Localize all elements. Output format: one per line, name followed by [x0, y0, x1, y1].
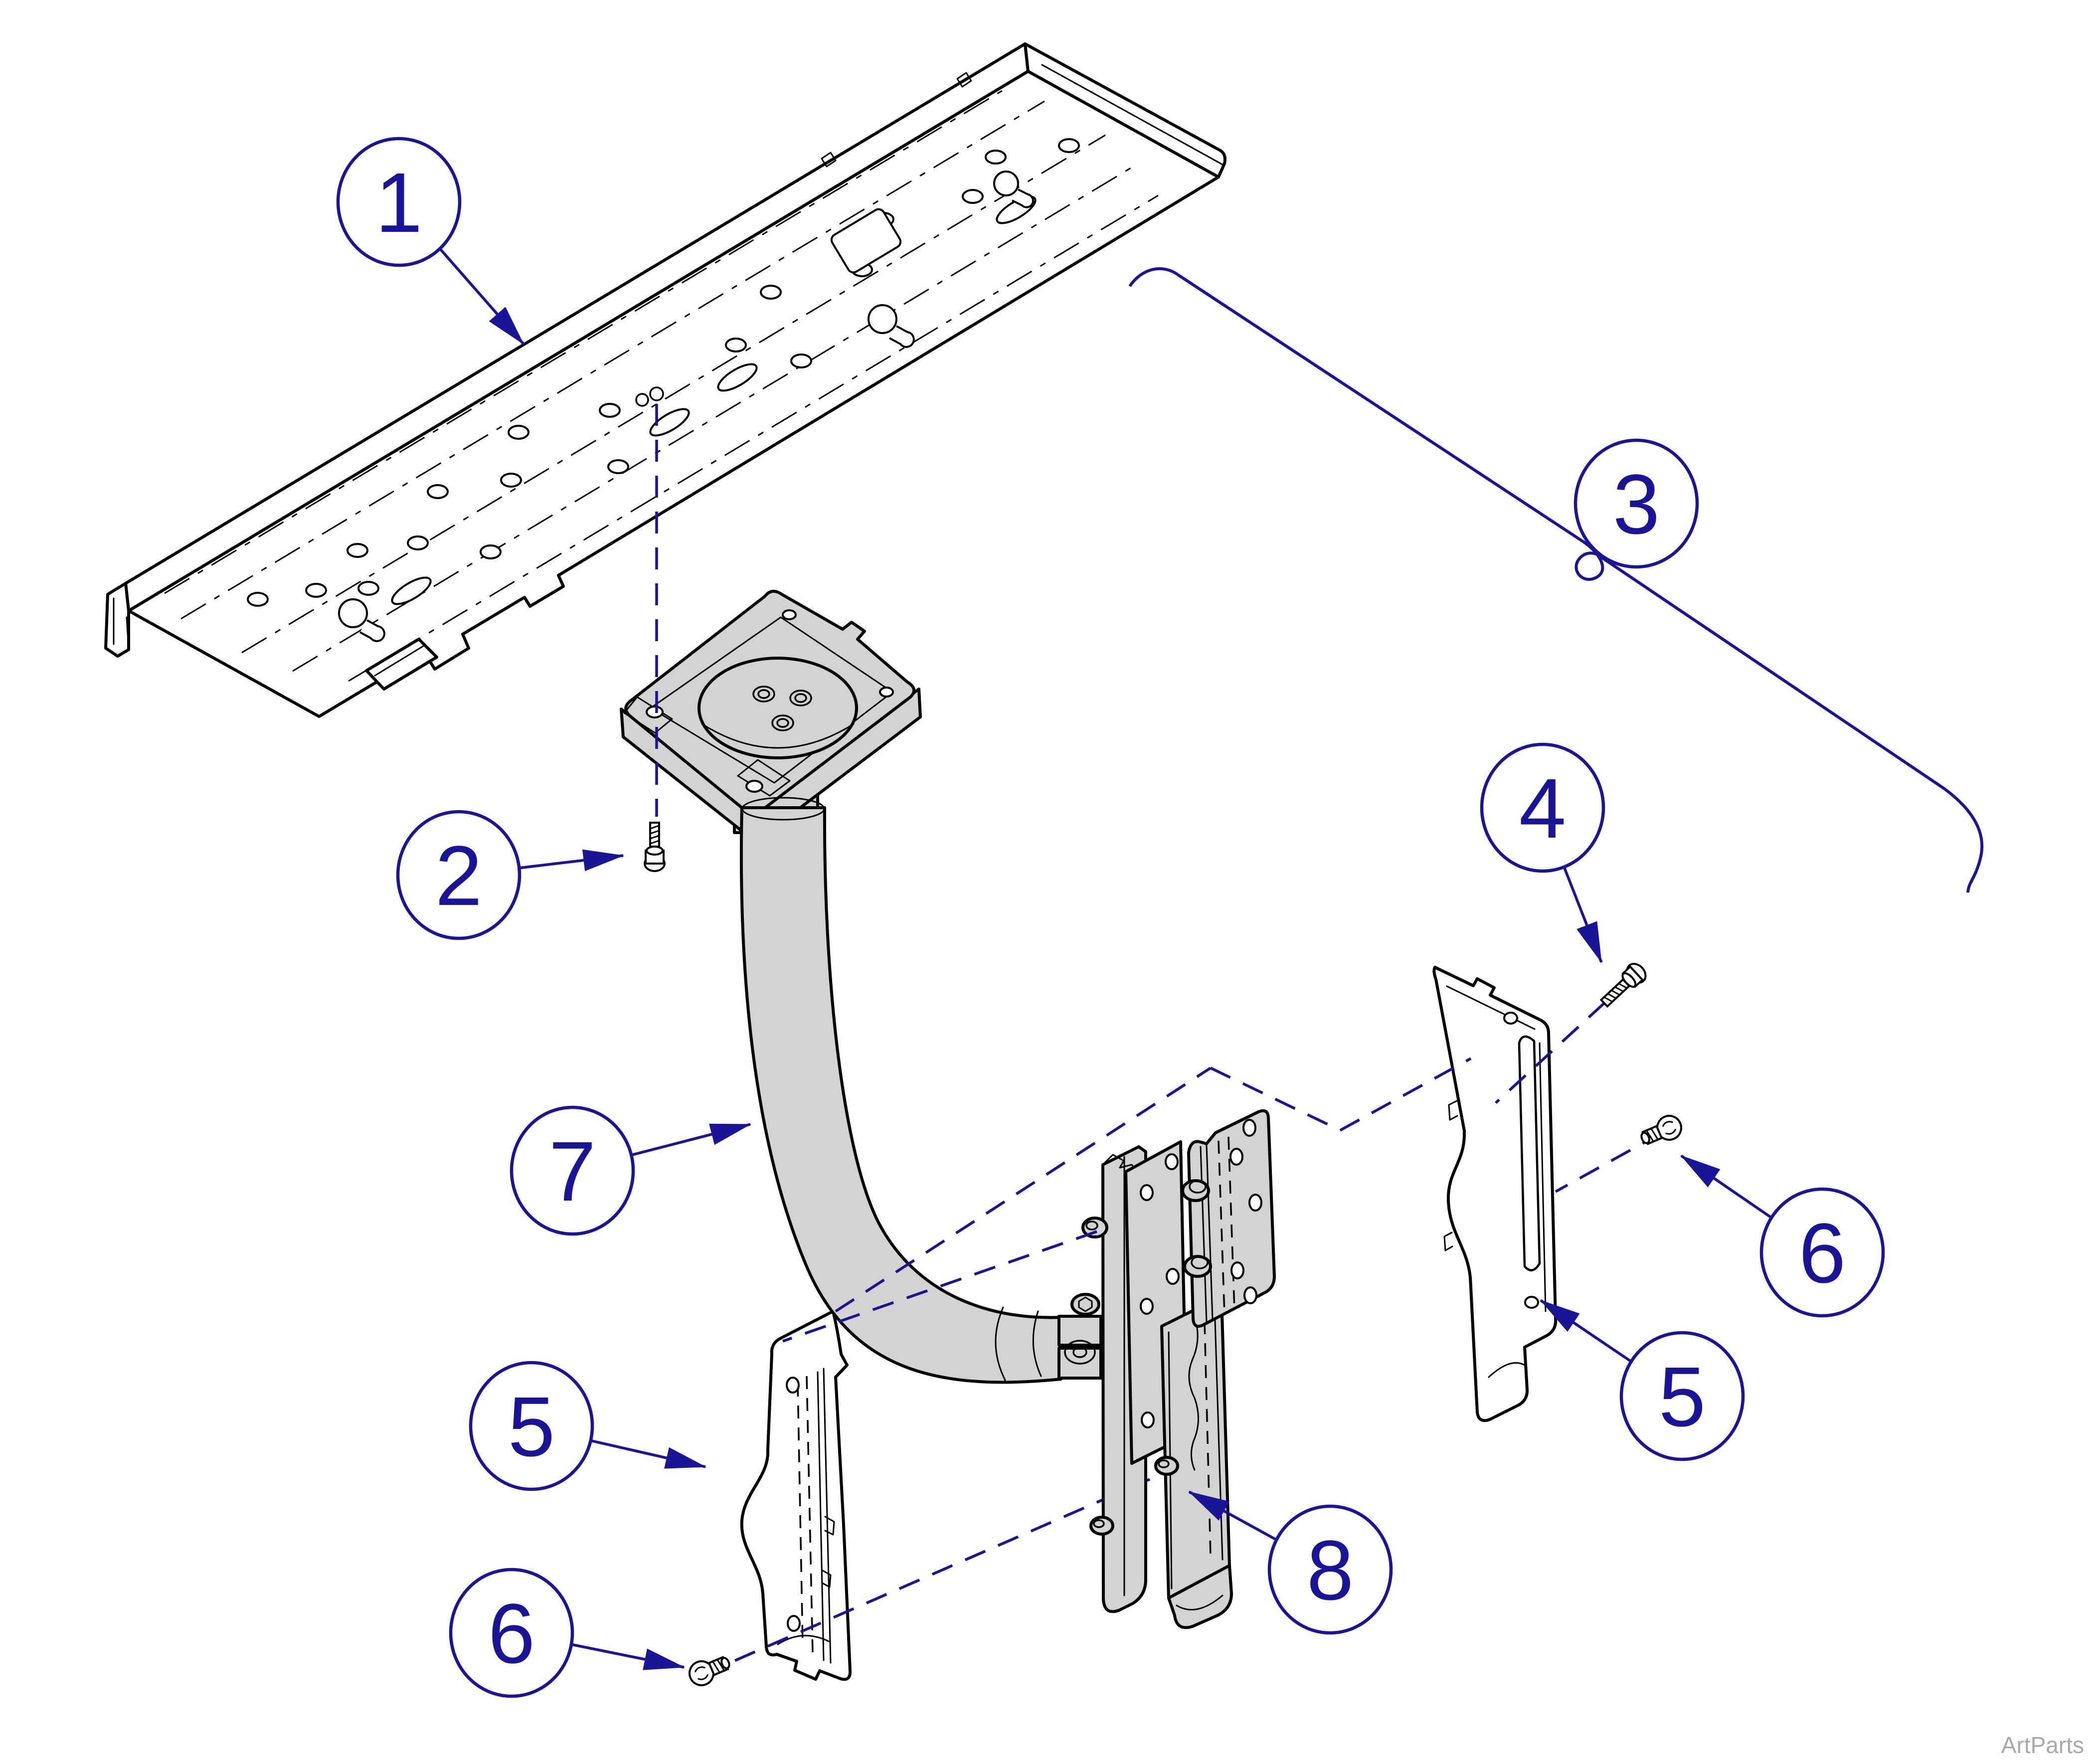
- rail-holes: [247, 138, 1080, 642]
- callout-7-circle: [510, 1105, 635, 1236]
- callout-5-left-circle: [469, 1361, 594, 1491]
- callout-8-number: 8: [1307, 1523, 1354, 1618]
- callout-6-left: 6: [449, 1568, 685, 1698]
- callout-3-number: 3: [1613, 457, 1660, 552]
- callout-4-circle: [1480, 742, 1605, 873]
- callout-5-right: 5: [1540, 1299, 1745, 1461]
- callout-5-left-number: 5: [508, 1380, 555, 1474]
- curved-support-arm: [739, 797, 1102, 1384]
- callout-2-circle: [396, 810, 522, 940]
- ceiling-swivel-mount: [620, 590, 922, 843]
- screw-6-right: [1640, 1115, 1682, 1145]
- callout-1: 1: [336, 137, 525, 345]
- cover-left-body: [740, 1310, 852, 1681]
- callout-7-number: 7: [549, 1124, 596, 1219]
- rail-left-end-cap: [104, 582, 130, 658]
- callout-5-right-leader: [1540, 1299, 1634, 1364]
- callout-8: 8: [1188, 1490, 1393, 1635]
- callout-5-left: 5: [469, 1361, 706, 1491]
- callout-6-right: 6: [1680, 1154, 1885, 1318]
- screw-6-left: [689, 1656, 730, 1686]
- callout-7-leader: [630, 1123, 751, 1157]
- callout-2: 2: [396, 810, 624, 940]
- callout-6-left-circle: [449, 1568, 574, 1698]
- callout-2-number: 2: [435, 829, 483, 923]
- watermark-text: ArtParts: [2001, 1732, 2084, 1758]
- callout-1-circle: [336, 137, 462, 267]
- arm-tube: [739, 806, 1063, 1384]
- callout-6-right-leader: [1680, 1154, 1774, 1221]
- callout-6-left-leader: [570, 1643, 685, 1670]
- callout-4: 4: [1480, 742, 1605, 963]
- screw-2: [644, 822, 666, 872]
- bracket-vesa-plate: [1187, 1109, 1276, 1328]
- callout-5-right-circle: [1619, 1331, 1745, 1461]
- arm-elbow-clamp: [1057, 1293, 1102, 1380]
- mount-swivel-disc: [698, 657, 858, 759]
- bracket-foot: [1167, 1564, 1233, 1629]
- callout-3: 3: [1573, 438, 1699, 569]
- callout-5-right-number: 5: [1659, 1350, 1706, 1444]
- callout-5-left-leader: [589, 1439, 706, 1469]
- callout-6-right-number: 6: [1799, 1206, 1846, 1301]
- cover-shell-left: [740, 1310, 852, 1681]
- vesa-standoffs: [1181, 1179, 1212, 1278]
- callout-4-leader: [1562, 865, 1603, 963]
- callout-8-leader: [1188, 1490, 1280, 1543]
- callout-1-leader: [437, 246, 525, 345]
- cover-right-body: [1432, 966, 1558, 1422]
- cover-shell-right: [1432, 966, 1558, 1422]
- mounting-rail-plate: [104, 42, 1226, 718]
- callout-8-circle: [1267, 1504, 1393, 1635]
- callouts: 1 2 3 4 5 6 7: [336, 137, 1885, 1698]
- callout-3-circle: [1573, 438, 1699, 569]
- bracket-bumpers: [1081, 1217, 1179, 1536]
- callout-6-right-circle: [1759, 1187, 1885, 1318]
- callout-3-sweep-line: [1128, 267, 1984, 893]
- callout-1-number: 1: [375, 156, 423, 250]
- callout-2-leader: [518, 849, 624, 872]
- alignment-dashed-lines-upper: [655, 404, 1472, 1343]
- callout-4-number: 4: [1519, 761, 1567, 856]
- callout-7: 7: [510, 1105, 751, 1236]
- callout-6-left-number: 6: [488, 1587, 535, 1681]
- monitor-bracket-assembly: [1081, 1109, 1276, 1629]
- screw-4: [1599, 963, 1647, 1008]
- rail-centerlines: [164, 90, 1159, 682]
